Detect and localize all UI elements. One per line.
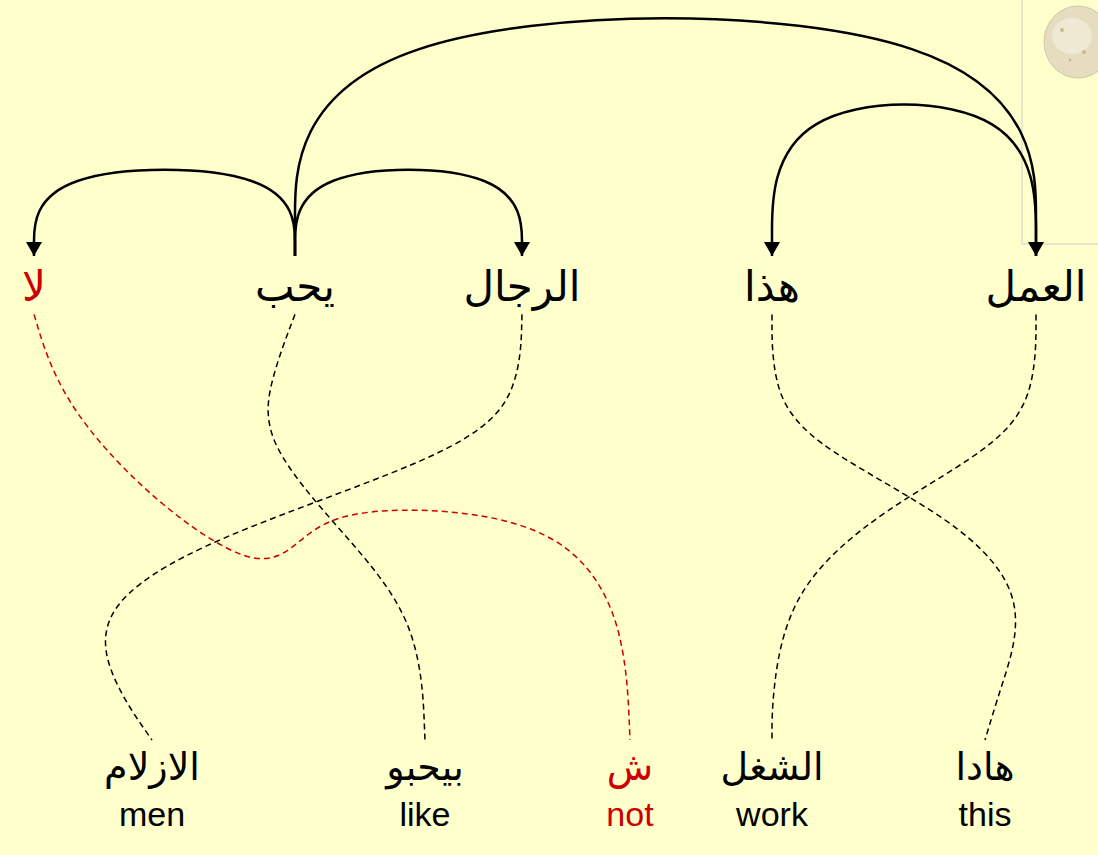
source-word: هذا xyxy=(738,256,806,314)
stone-speck xyxy=(1060,28,1064,32)
dialect-word: الازلام men xyxy=(98,740,206,835)
alignment-line xyxy=(772,314,1036,740)
dependency-arc xyxy=(295,170,522,256)
word-text: ش xyxy=(606,746,653,790)
alignment-line xyxy=(105,314,522,740)
dependency-arc xyxy=(772,105,1036,256)
dialect-word: الشغل work xyxy=(714,740,829,835)
dependency-arc xyxy=(295,18,1036,256)
alignment-line xyxy=(772,314,1016,740)
word-text: الرجال xyxy=(464,262,581,312)
word-text: الازلام xyxy=(104,746,200,790)
word-text: العمل xyxy=(986,262,1087,312)
stone-highlight xyxy=(1052,18,1092,54)
word-text: يحب xyxy=(255,262,335,312)
source-word: العمل xyxy=(980,256,1093,314)
word-text: بيحبو xyxy=(386,746,464,790)
source-word: لا xyxy=(16,256,52,314)
word-text: هادا xyxy=(955,746,1014,790)
gloss-text: this xyxy=(955,796,1014,833)
source-word: الرجال xyxy=(458,256,587,314)
gloss-text: not xyxy=(606,796,653,833)
alignment-line xyxy=(268,314,425,740)
dialect-word: بيحبو like xyxy=(380,740,470,835)
gloss-text: work xyxy=(720,796,823,833)
word-text: لا xyxy=(22,262,46,312)
word-text: هذا xyxy=(744,262,800,312)
dialect-word: هادا this xyxy=(949,740,1020,835)
gloss-text: like xyxy=(386,796,464,833)
word-text: الشغل xyxy=(720,746,823,790)
dependency-arc xyxy=(34,170,295,256)
gloss-text: men xyxy=(104,796,200,833)
source-word: يحب xyxy=(249,256,341,314)
alignment-line xyxy=(34,314,630,740)
stone-speck xyxy=(1069,59,1072,62)
faint-frame xyxy=(1022,0,1098,244)
stone-speck xyxy=(1082,50,1086,54)
stone-picture xyxy=(1044,6,1098,78)
dialect-word: ش not xyxy=(600,740,659,835)
